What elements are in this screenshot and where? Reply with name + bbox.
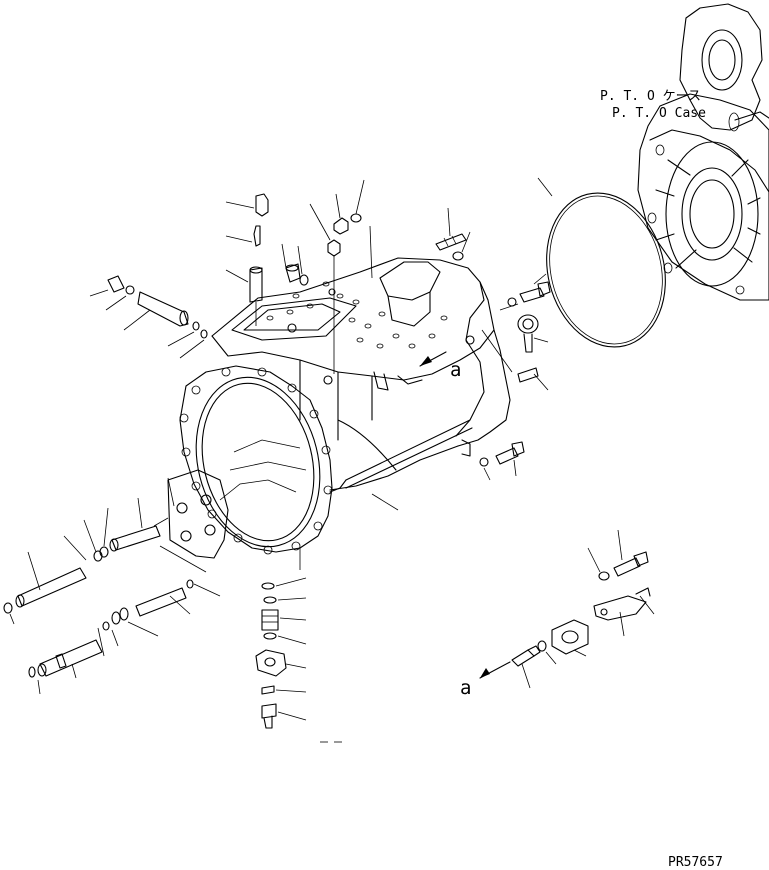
drawing-number: PR57657 bbox=[668, 855, 723, 870]
large-o-ring bbox=[537, 177, 666, 348]
callout-a-label-2: a bbox=[460, 677, 471, 699]
callout-a-case: a bbox=[419, 351, 461, 381]
lower-left-shaft-parts bbox=[3, 477, 221, 695]
pto-case bbox=[637, 3, 769, 301]
upper-left-shaft-parts bbox=[89, 275, 208, 359]
pto-case-label-jp: P. T. O ケース bbox=[600, 89, 701, 104]
transmission-case bbox=[167, 257, 511, 570]
sensor-assembly: a bbox=[460, 529, 655, 699]
pto-case-label-en: P. T. O Case bbox=[612, 106, 706, 121]
top-small-parts bbox=[225, 179, 551, 391]
drain-valve-stack bbox=[255, 577, 342, 743]
callout-a-label-1: a bbox=[450, 359, 461, 381]
bottom-bolt bbox=[371, 441, 525, 511]
